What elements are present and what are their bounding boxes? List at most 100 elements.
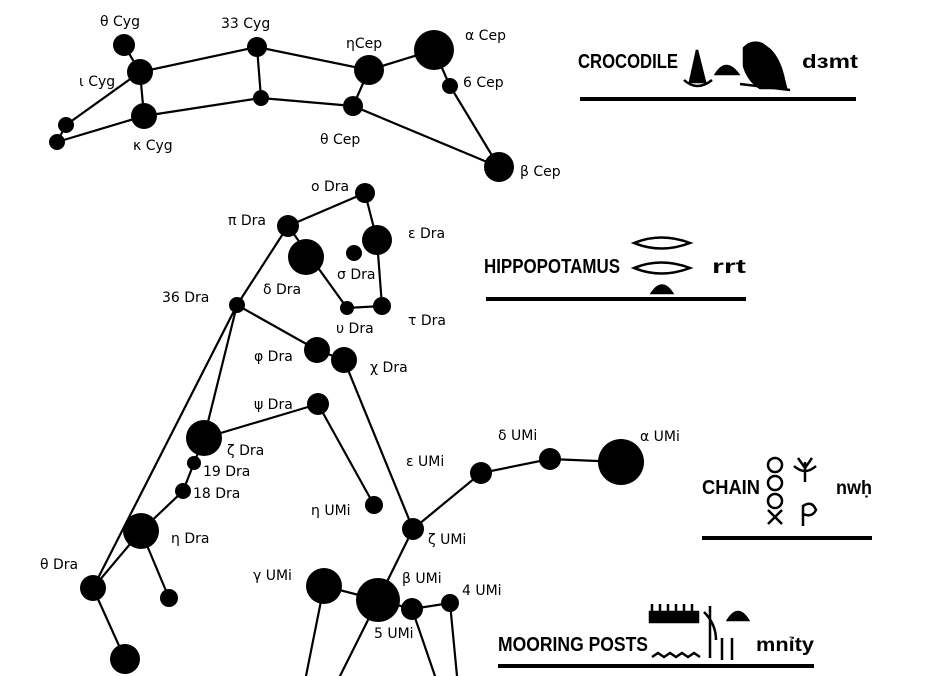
star-eta-dra [123,513,159,549]
star-dra-tail-b [160,589,178,607]
star-cyg-b [49,134,65,150]
star-beta-cep [484,152,514,182]
hippopotamus-hieroglyph-icon [630,236,694,295]
star-theta-cep [343,96,363,116]
legend-hippopotamus: HIPPOPOTAMUS rrt [484,236,747,301]
label-gamma-umi: γ UMi [253,568,292,584]
label-zeta-umi: ζ UMi [428,532,466,548]
hippopotamus-translit: rrt [712,257,747,278]
star-kappa-cyg [131,103,157,129]
label-epsilon-dra: ε Dra [408,226,445,242]
legend-chain: CHAIN nwḥ [702,456,872,540]
label-delta-dra: δ Dra [263,282,301,298]
star-delta-dra [288,239,324,275]
label-omicron-dra: o Dra [311,179,349,195]
star-labels: θ Cyg 33 Cyg ηCep α Cep ι Cyg 6 Cep κ Cy… [40,14,680,642]
label-chi-dra: χ Dra [370,360,408,376]
label-psi-dra: ψ Dra [254,397,293,413]
star-chi-dra [331,347,357,373]
label-phi-dra: φ Dra [254,349,293,365]
star-19-dra [187,456,201,470]
label-epsilon-umi: ε UMi [406,454,444,470]
star-5-umi [401,598,423,620]
star-alpha-cep [414,30,454,70]
label-iota-cyg: ι Cyg [79,74,115,90]
star-dra-tail-end [110,644,140,674]
label-19-dra: 19 Dra [203,464,250,480]
label-36-dra: 36 Dra [162,290,209,306]
mooring-posts-translit: mnỉty [756,635,814,656]
label-zeta-dra: ζ Dra [227,443,264,459]
label-18-dra: 18 Dra [193,486,240,502]
draco-body-line [235,224,415,531]
chain-hieroglyph-icon [766,456,818,526]
star-theta-dra [80,575,106,601]
star-sigma-dra [346,245,362,261]
star-beta-umi [356,578,400,622]
crocodile-hieroglyph-icon [683,41,791,92]
star-36-dra [229,297,245,313]
label-alpha-umi: α UMi [640,429,680,445]
label-alpha-cep: α Cep [465,28,506,44]
draco-head-line [286,191,384,310]
mooring-posts-hieroglyph-icon [648,604,751,660]
star-18-dra [175,483,191,499]
star-alpha-umi [598,439,644,485]
star-epsilon-dra [362,225,392,255]
star-33-cyg [247,37,267,57]
label-upsilon-dra: υ Dra [336,321,374,337]
label-theta-cep: θ Cep [320,132,360,148]
crocodile-translit: dɜmt [802,52,859,73]
label-eta-umi: η UMi [311,503,351,519]
star-cyg-a [58,117,74,133]
star-psi-dra [307,393,329,415]
star-pi-dra [277,215,299,237]
umi-line [304,457,623,676]
star-zeta-dra [186,420,222,456]
label-delta-umi: δ UMi [498,428,537,444]
chain-translit: nwḥ [836,478,872,499]
label-5-umi: 5 UMi [374,626,414,642]
label-pi-dra: π Dra [228,213,266,229]
label-33-cyg: 33 Cyg [221,16,270,32]
label-tau-dra: τ Dra [408,313,446,329]
star-theta-cyg [113,34,135,56]
star-cep-mid [253,90,269,106]
star-iota-cyg [127,59,153,85]
label-kappa-cyg: κ Cyg [133,138,173,154]
label-theta-dra: θ Dra [40,557,78,573]
label-eta-dra: η Dra [171,531,209,547]
star-delta-umi [539,448,561,470]
label-beta-umi: β UMi [402,571,442,587]
mooring-posts-caption: MOORING POSTS [498,634,648,656]
mooring-posts-underline [498,664,814,668]
label-theta-cyg: θ Cyg [100,14,140,30]
chain-underline [702,536,872,540]
cyg-links [122,43,371,118]
hippopotamus-caption: HIPPOPOTAMUS [484,256,620,278]
star-gamma-umi [306,568,342,604]
cyg-cep-lower-line [55,96,501,169]
hippopotamus-underline [486,297,746,301]
star-zeta-umi [402,518,424,540]
label-eta-cep: ηCep [346,36,382,52]
star-6-cep [442,78,458,94]
stars [49,30,644,674]
chain-caption: CHAIN [702,477,760,499]
legend-mooring-posts: MOORING POSTS mnỉty [498,604,814,668]
star-epsilon-umi [470,462,492,484]
star-upsilon-dra [340,301,354,315]
star-omicron-dra [355,183,375,203]
label-6-cep: 6 Cep [463,75,504,91]
label-sigma-dra: σ Dra [337,267,375,283]
star-phi-dra [304,337,330,363]
star-tau-dra [373,297,391,315]
label-beta-cep: β Cep [520,164,561,180]
crocodile-caption: CROCODILE [578,51,678,73]
legend-crocodile: CROCODILE dɜmt [578,41,859,101]
label-4-umi: 4 UMi [462,583,502,599]
star-eta-umi [365,496,383,514]
crocodile-underline [580,97,856,101]
star-eta-cep [354,55,384,85]
